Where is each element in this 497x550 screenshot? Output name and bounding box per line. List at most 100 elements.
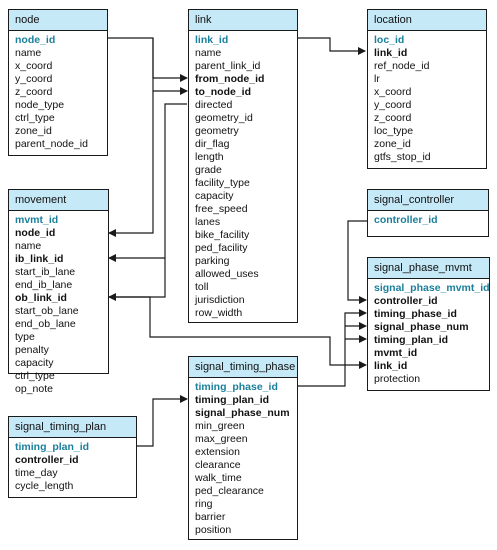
table-field: ped_clearance bbox=[195, 485, 264, 497]
table-field: parking bbox=[195, 255, 230, 267]
rel-link-to-phase-mvmt bbox=[109, 296, 367, 369]
table-title: node bbox=[9, 10, 107, 31]
foreign-key-field: signal_phase_num bbox=[195, 407, 290, 419]
primary-key-field: link_id bbox=[195, 34, 229, 46]
table-field: end_ib_lane bbox=[15, 279, 73, 291]
table-title: signal_controller bbox=[368, 190, 488, 211]
rel-node-to-link-from bbox=[107, 37, 188, 82]
table-field: type bbox=[15, 331, 35, 343]
rel-node-to-link-to bbox=[152, 38, 188, 95]
table-field: allowed_uses bbox=[195, 268, 259, 280]
table-title: signal_timing_plan bbox=[9, 417, 136, 438]
table-field: z_coord bbox=[374, 112, 412, 124]
table-field: dir_flag bbox=[195, 138, 230, 150]
rel-timing-phase-to-phase-mvmt-id bbox=[297, 309, 367, 387]
primary-key-field: signal_phase_mvmt_id bbox=[374, 282, 490, 294]
table-field: barrier bbox=[195, 511, 226, 523]
table-field: geometry_id bbox=[195, 112, 253, 124]
table-field: toll bbox=[195, 281, 209, 293]
table-field: name bbox=[195, 47, 222, 59]
table-field: free_speed bbox=[195, 203, 248, 215]
table-field: lanes bbox=[195, 216, 221, 228]
table-field: x_coord bbox=[374, 86, 412, 98]
table-field: protection bbox=[374, 373, 421, 385]
table-field: penalty bbox=[15, 344, 49, 356]
primary-key-field: timing_phase_id bbox=[195, 381, 278, 393]
primary-key-field: timing_plan_id bbox=[15, 441, 90, 453]
table-field: node_type bbox=[15, 99, 65, 111]
field-list: controller_id bbox=[368, 211, 488, 227]
table-field: parent_node_id bbox=[15, 138, 88, 150]
table-title: location bbox=[368, 10, 486, 31]
table-field: start_ib_lane bbox=[15, 266, 76, 278]
table-field: ped_facility bbox=[195, 242, 248, 254]
table-field: name bbox=[15, 47, 42, 59]
table-field: start_ob_lane bbox=[15, 305, 79, 317]
foreign-key-field: signal_phase_num bbox=[374, 321, 469, 333]
table-field: geometry bbox=[195, 125, 239, 137]
table-field: zone_id bbox=[374, 138, 411, 150]
table-field: zone_id bbox=[15, 125, 52, 137]
table-signal-controller: signal_controller controller_id bbox=[367, 189, 489, 237]
table-field: ref_node_id bbox=[374, 60, 430, 72]
table-title: movement bbox=[9, 190, 108, 211]
table-field: min_green bbox=[195, 420, 245, 432]
foreign-key-field: link_id bbox=[374, 360, 408, 372]
foreign-key-field: node_id bbox=[15, 227, 56, 239]
table-field: walk_time bbox=[195, 472, 242, 484]
table-field: gtfs_stop_id bbox=[374, 151, 431, 163]
table-field: loc_type bbox=[374, 125, 414, 137]
table-field: x_coord bbox=[15, 60, 53, 72]
foreign-key-field: timing_plan_id bbox=[374, 334, 449, 346]
table-field: directed bbox=[195, 99, 233, 111]
table-field: ring bbox=[195, 498, 213, 510]
table-field: name bbox=[15, 240, 42, 252]
rel-node-to-movement bbox=[108, 91, 154, 237]
foreign-key-field: ob_link_id bbox=[15, 292, 67, 304]
primary-key-field: controller_id bbox=[374, 214, 438, 226]
foreign-key-field: to_node_id bbox=[195, 86, 252, 98]
table-field: length bbox=[195, 151, 224, 163]
table-field: row_width bbox=[195, 307, 243, 319]
foreign-key-field: timing_phase_id bbox=[374, 308, 457, 320]
foreign-key-field: from_node_id bbox=[195, 73, 265, 85]
rel-link-to-location bbox=[297, 37, 366, 55]
table-field: facility_type bbox=[195, 177, 250, 189]
table-field: jurisdiction bbox=[195, 294, 245, 306]
table-field: op_note bbox=[15, 383, 53, 395]
foreign-key-field: controller_id bbox=[15, 454, 79, 466]
table-field: max_green bbox=[195, 433, 248, 445]
foreign-key-field: link_id bbox=[374, 47, 408, 59]
table-field: y_coord bbox=[374, 99, 412, 111]
table-field: extension bbox=[195, 446, 240, 458]
foreign-key-field: mvmt_id bbox=[374, 347, 418, 359]
rel-link-to-movement-ib bbox=[108, 103, 187, 262]
rel-controller-to-phase-mvmt bbox=[347, 220, 367, 304]
table-field: cycle_length bbox=[15, 480, 74, 492]
table-field: z_coord bbox=[15, 86, 53, 98]
table-field: bike_facility bbox=[195, 229, 250, 241]
table-field: ctrl_type bbox=[15, 370, 55, 382]
table-field: time_day bbox=[15, 467, 58, 479]
rel-link-to-movement-ob bbox=[108, 258, 166, 301]
table-field: position bbox=[195, 524, 232, 536]
primary-key-field: node_id bbox=[15, 34, 56, 46]
table-field: ctrl_type bbox=[15, 112, 55, 124]
table-title: signal_phase_mvmt bbox=[368, 258, 489, 279]
table-title: link bbox=[189, 10, 297, 31]
foreign-key-field: ib_link_id bbox=[15, 253, 64, 265]
